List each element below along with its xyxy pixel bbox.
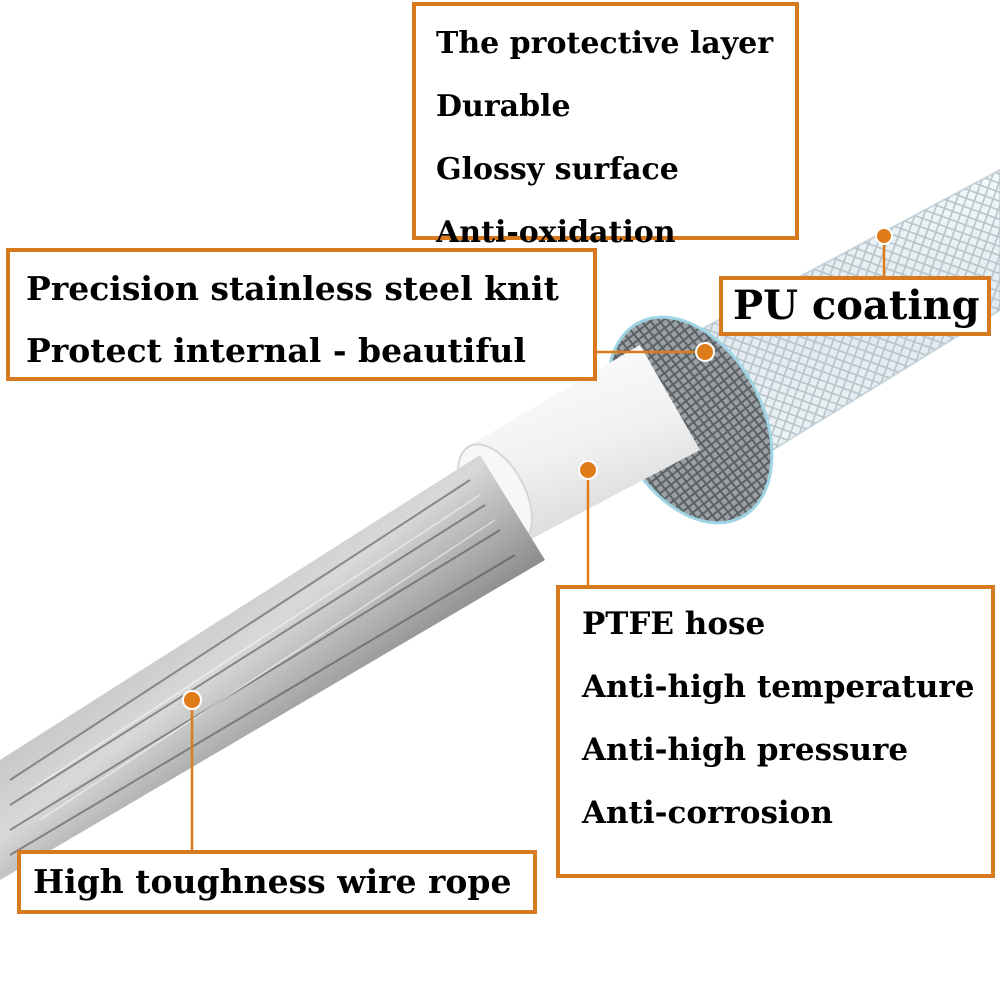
stainless-knit-line-1: Precision stainless steel knit — [26, 269, 559, 308]
ptfe-hose-title: PTFE hose — [582, 606, 766, 642]
wire-rope-label: High toughness wire rope — [33, 862, 512, 901]
leader-lines — [190, 238, 886, 850]
marker-dot-wire-rope — [182, 690, 202, 710]
ptfe-hose-line-2: Anti-high pressure — [582, 732, 909, 768]
pu-coating-callout: PU coating — [719, 276, 991, 336]
marker-dot-stainless-knit — [695, 342, 715, 362]
ptfe-hose-callout: PTFE hose Anti-high temperature Anti-hig… — [556, 585, 995, 878]
protective-layer-line-1: The protective layer — [436, 26, 774, 61]
stainless-knit-callout: Precision stainless steel knit Protect i… — [6, 248, 597, 381]
ptfe-hose-line-1: Anti-high temperature — [582, 669, 975, 705]
marker-dot-ptfe — [578, 460, 598, 480]
ptfe-hose-line-3: Anti-corrosion — [582, 795, 833, 831]
marker-dot-pu-coating — [875, 227, 893, 245]
protective-layer-callout: The protective layer Durable Glossy surf… — [412, 2, 799, 250]
stainless-knit-line-2: Protect internal - beautiful — [26, 331, 526, 370]
wire-rope-core — [0, 455, 545, 880]
protective-layer-line-4: Anti-oxidation — [436, 215, 676, 250]
protective-layer-line-3: Glossy surface — [436, 152, 679, 187]
pu-coating-label: PU coating — [733, 282, 980, 329]
protective-layer-line-2: Durable — [436, 89, 571, 124]
wire-rope-callout: High toughness wire rope — [17, 850, 537, 914]
